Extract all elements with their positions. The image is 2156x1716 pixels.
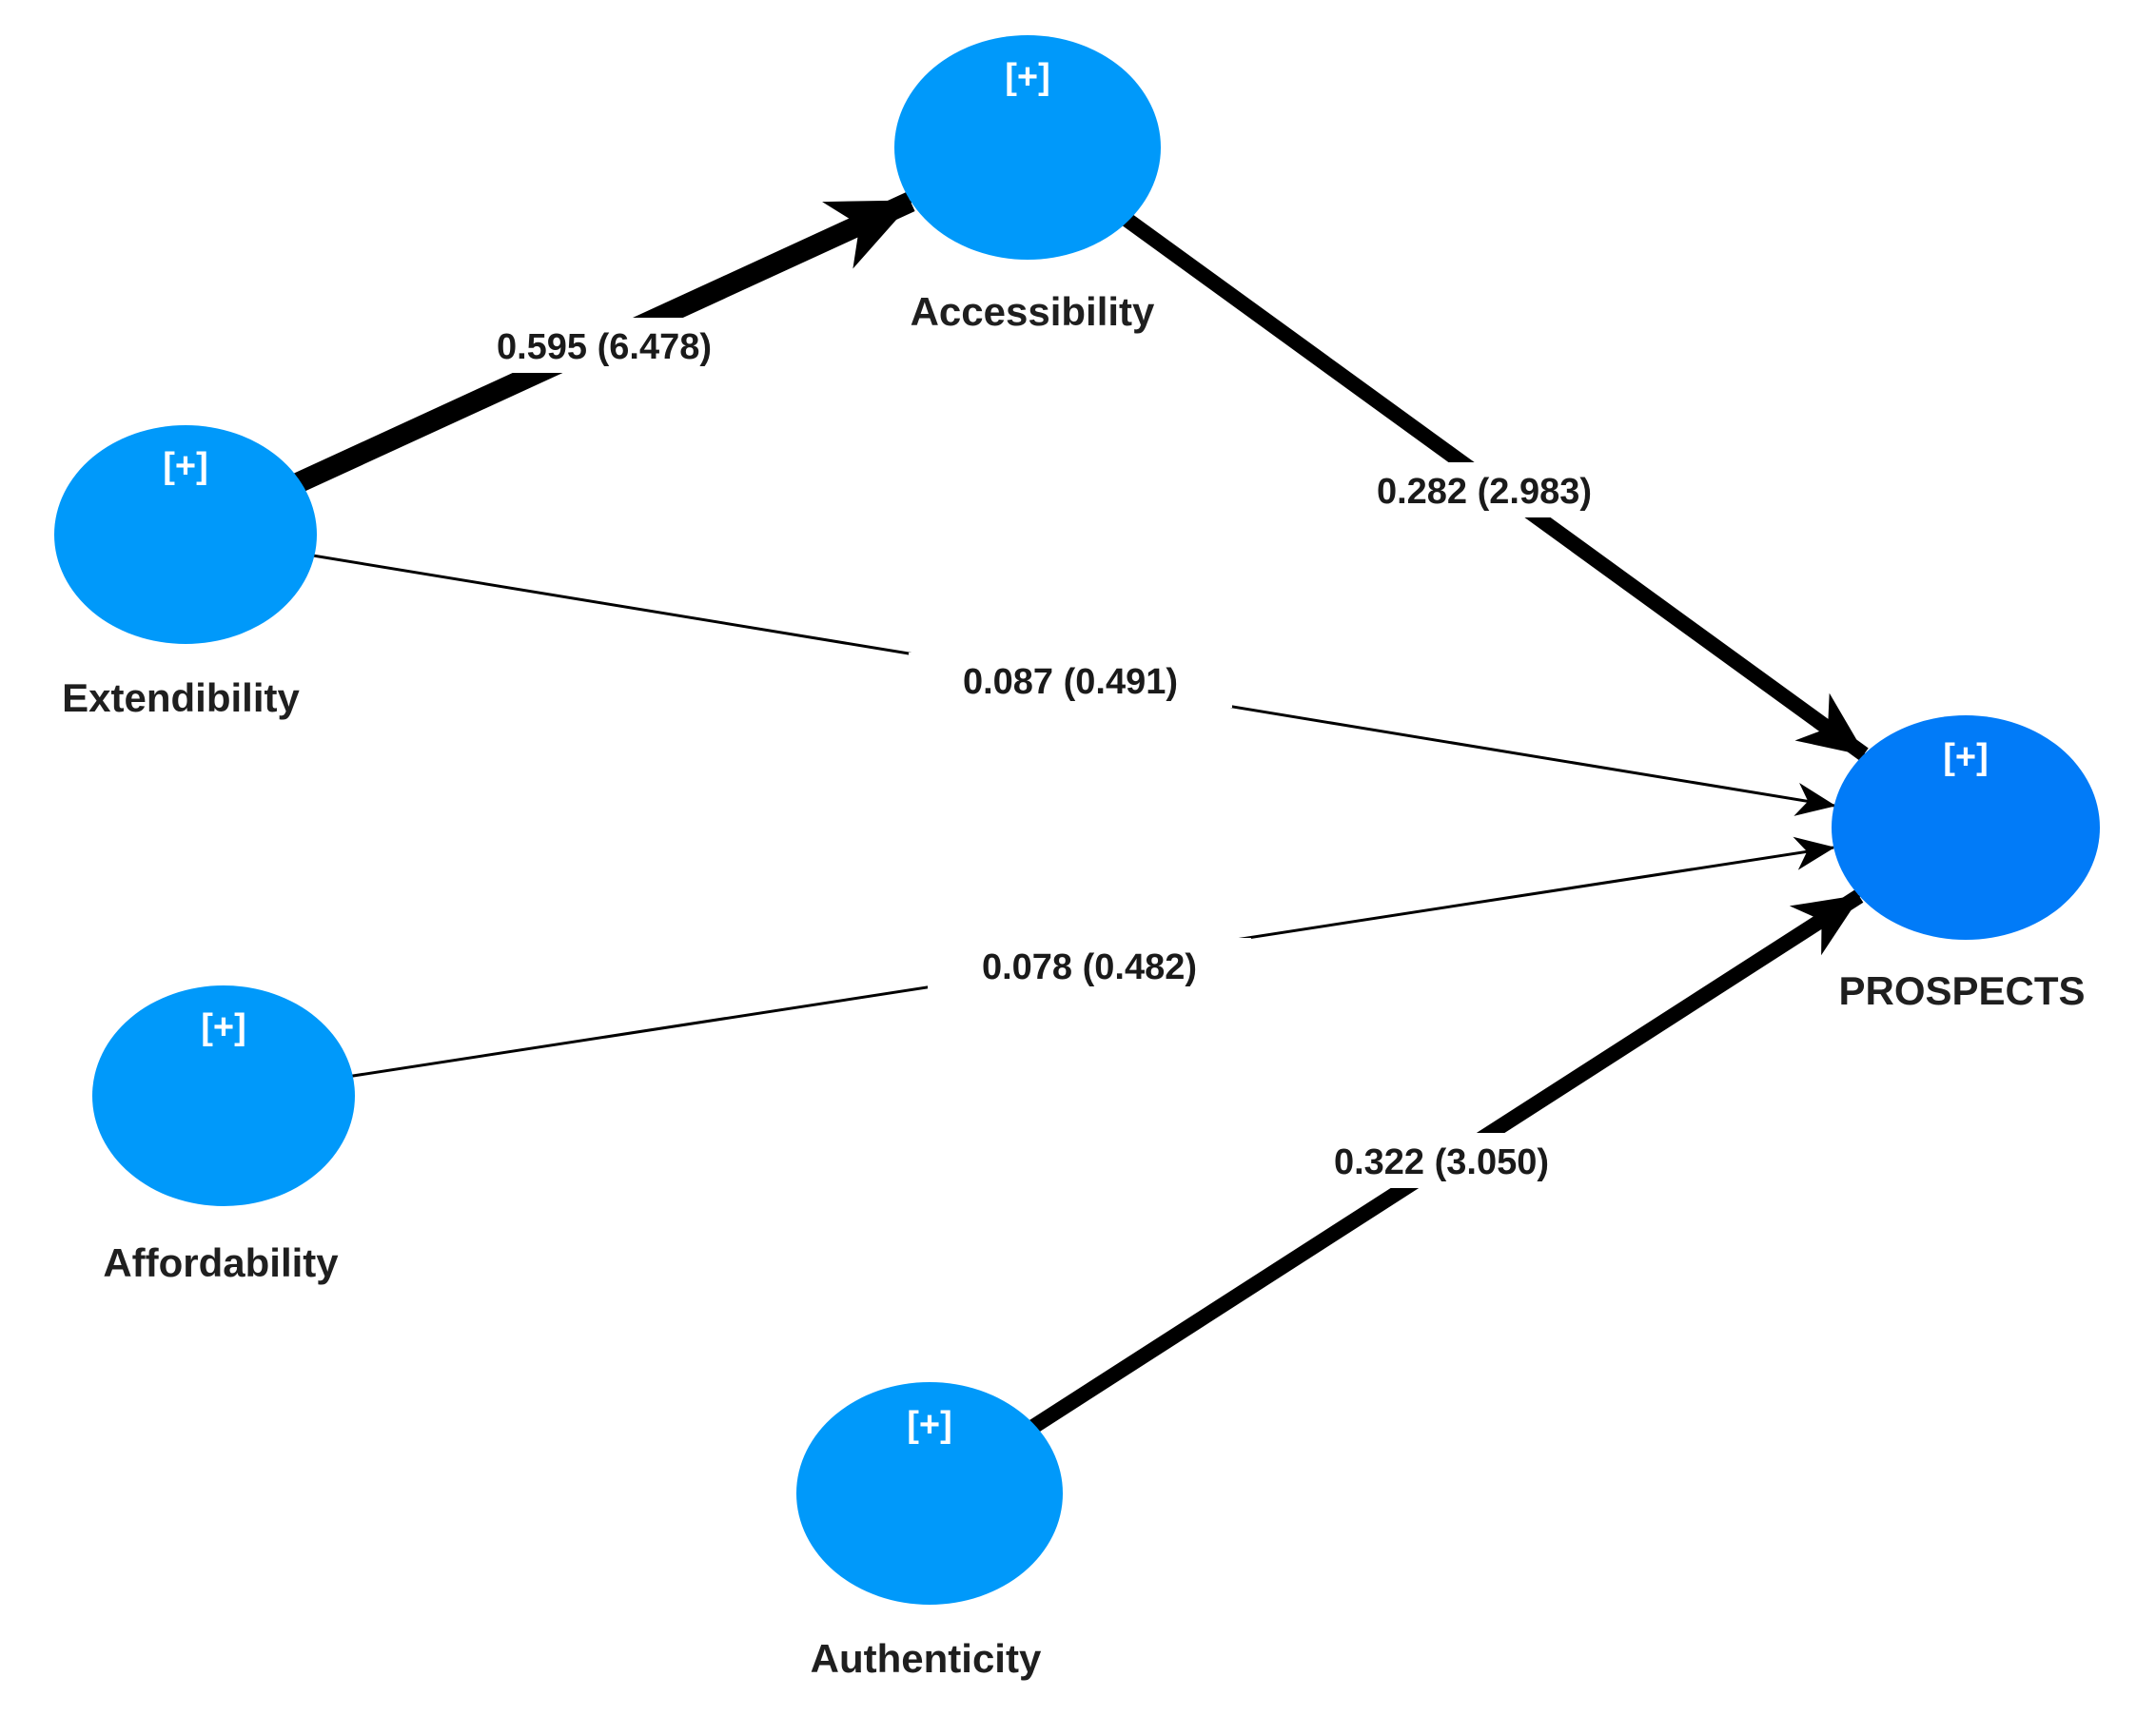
node-affordability-ellipse[interactable]	[92, 985, 355, 1206]
node-extendibility-label: Extendibility	[62, 675, 300, 720]
node-prospects-indicator: [+]	[1943, 737, 1989, 777]
node-authenticity[interactable]: [+] Authenticity	[796, 1382, 1063, 1681]
edge-label-bg	[1280, 1133, 1603, 1188]
edge-label-authenticity-prospects: 0.322 (3.050)	[1334, 1142, 1549, 1182]
edge-label-extendibility-prospects: 0.087 (0.491)	[963, 662, 1178, 702]
node-authenticity-ellipse[interactable]	[796, 1382, 1063, 1605]
node-prospects-ellipse[interactable]	[1832, 715, 2100, 940]
node-affordability-label: Affordability	[103, 1240, 339, 1285]
edge-label-group: 0.595 (6.478) 0.282 (2.983) 0.087 (0.491…	[442, 318, 1646, 1188]
node-prospects[interactable]: [+] PROSPECTS	[1832, 715, 2100, 1013]
edge-label-bg	[1323, 462, 1646, 517]
node-group: [+] Accessibility [+] Extendibility [+] …	[54, 35, 2100, 1681]
node-authenticity-label: Authenticity	[811, 1636, 1042, 1681]
node-extendibility-indicator: [+]	[163, 446, 208, 486]
edge-group	[181, 141, 1869, 1500]
node-affordability-indicator: [+]	[201, 1007, 246, 1047]
node-extendibility-ellipse[interactable]	[54, 425, 317, 644]
edge-accessibility-prospects[interactable]	[1023, 141, 1869, 761]
edge-label-affordability-prospects: 0.078 (0.482)	[982, 947, 1197, 987]
node-accessibility[interactable]: [+] Accessibility	[894, 35, 1161, 334]
edge-label-accessibility-prospects: 0.282 (2.983)	[1377, 472, 1592, 512]
edge-label-bg	[909, 653, 1232, 708]
node-affordability[interactable]: [+] Affordability	[92, 985, 355, 1285]
edge-label-extendibility-accessibility: 0.595 (6.478)	[497, 327, 712, 367]
edge-label-bg	[928, 938, 1251, 993]
node-extendibility[interactable]: [+] Extendibility	[54, 425, 317, 720]
node-accessibility-indicator: [+]	[1005, 57, 1050, 97]
edge-label-bg	[442, 318, 766, 373]
node-prospects-label: PROSPECTS	[1838, 968, 2085, 1013]
node-authenticity-indicator: [+]	[907, 1405, 952, 1445]
node-accessibility-ellipse[interactable]	[894, 35, 1161, 260]
node-accessibility-label: Accessibility	[911, 289, 1155, 334]
edge-authenticity-prospects[interactable]	[925, 889, 1864, 1500]
